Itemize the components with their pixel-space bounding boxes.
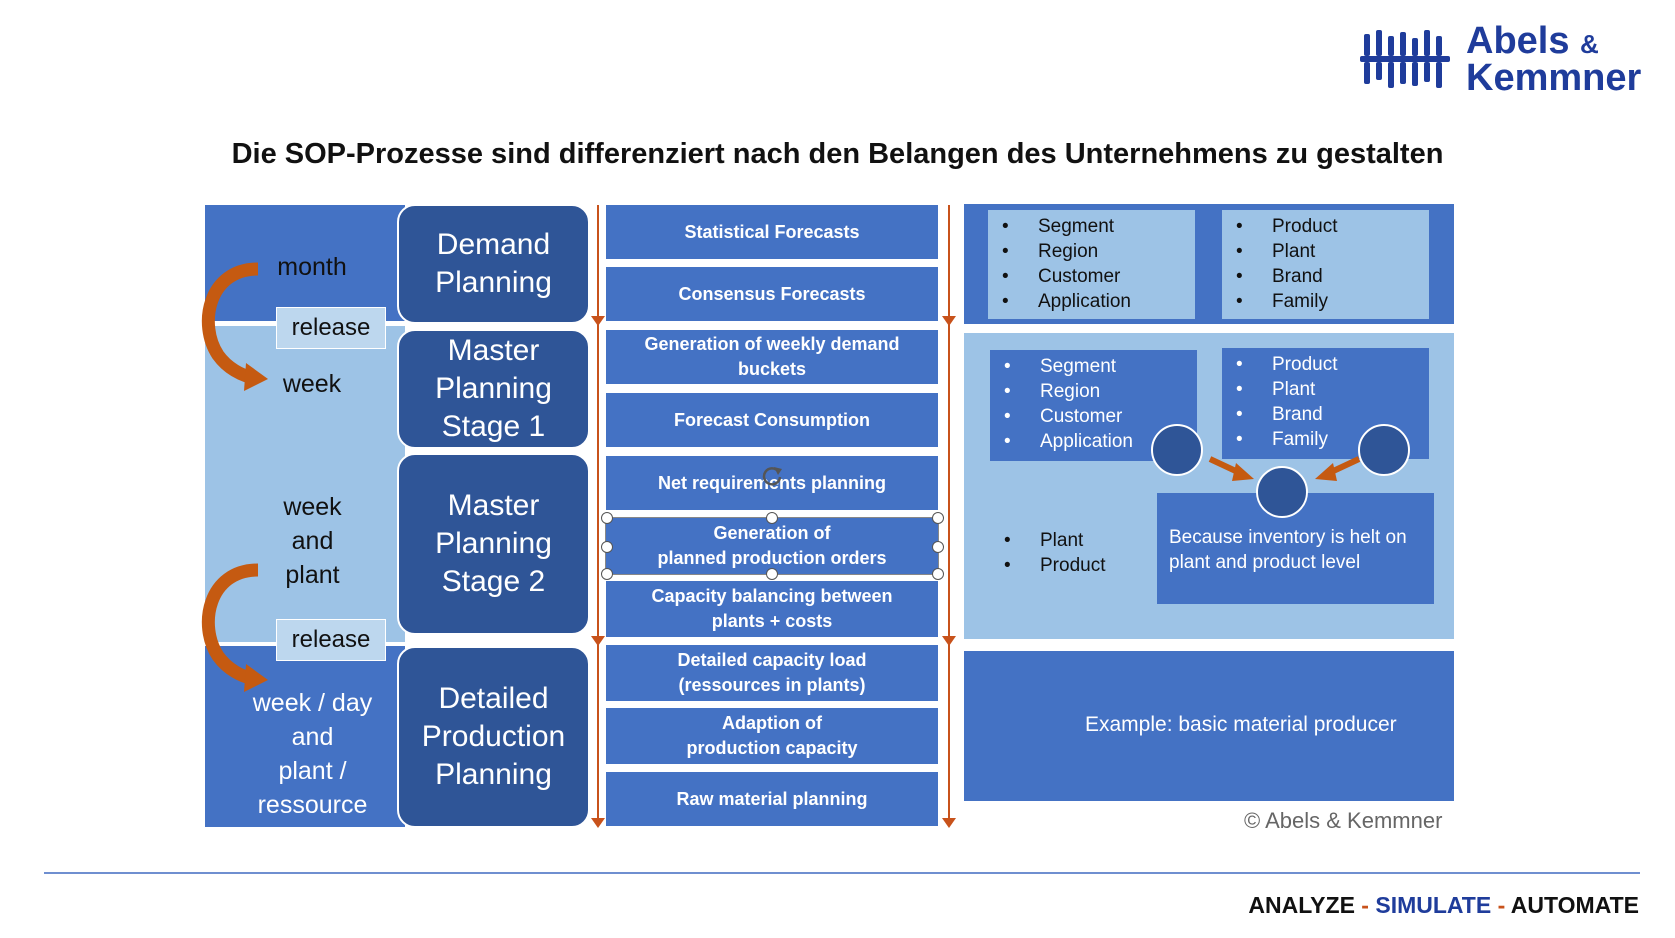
rotate-handle-icon[interactable] (760, 463, 784, 487)
process-line-left (597, 205, 599, 823)
logo-line2: Kemmner (1466, 57, 1642, 99)
dimension-list: •Product •Plant •Brand •Family (1222, 352, 1429, 452)
list-item: •Product (1236, 354, 1338, 375)
list-item: •Application (1004, 431, 1133, 452)
logo-amp: & (1580, 29, 1599, 59)
list-item: •Customer (1002, 266, 1121, 287)
release-arrow-icon (201, 262, 268, 391)
list-item: •Plant (1236, 241, 1316, 262)
resize-handle[interactable] (601, 568, 613, 580)
process-adaption-capacity: Adaption of production capacity (606, 708, 938, 764)
timeline-week-day-label: week / day and plant / ressource (252, 689, 373, 819)
list-item: •Region (1004, 381, 1101, 402)
arrowhead-icon (591, 316, 605, 326)
timeline-month-label: month (277, 253, 347, 281)
dimension-box-customer: •Segment •Region •Customer •Application (990, 350, 1197, 461)
list-item: •Region (1002, 241, 1099, 262)
tagline-separator: - (1354, 892, 1376, 918)
arrowhead-icon (942, 316, 956, 326)
list-item: •Brand (1236, 404, 1323, 425)
inventory-note-text: Because inventory is helt on plant and p… (1169, 527, 1407, 573)
footer-divider (44, 872, 1640, 874)
resize-handle[interactable] (932, 568, 944, 580)
example-panel (964, 651, 1454, 801)
arrowhead-icon (942, 636, 956, 646)
dimension-list: •Segment •Region •Customer •Application (988, 214, 1195, 314)
stage-master-planning-1: Master Planning Stage 1 (397, 329, 590, 449)
logo-mark-icon (1360, 30, 1450, 88)
release-label: release (276, 619, 386, 661)
list-item: •Brand (1236, 266, 1323, 287)
stage-detailed-production: Detailed Production Planning (397, 646, 590, 828)
resize-handle[interactable] (766, 512, 778, 524)
aggregation-node-icon (1256, 466, 1308, 518)
resize-handle[interactable] (932, 541, 944, 553)
process-planned-orders[interactable]: Generation of planned production orders (605, 517, 939, 575)
release-arrow-icon (201, 563, 268, 692)
brand-logo: Abels & Kemmner (1360, 22, 1641, 97)
logo-line1: Abels (1466, 20, 1570, 62)
page-title: Die SOP-Prozesse sind differenziert nach… (231, 138, 1444, 170)
arrowhead-icon (591, 636, 605, 646)
aggregation-node-icon (1151, 424, 1203, 476)
arrowhead-icon (942, 818, 956, 828)
process-capacity-balancing: Capacity balancing between plants + cost… (606, 581, 938, 637)
tagline-analyze: ANALYZE (1248, 892, 1355, 918)
dimension-box-customer: •Segment •Region •Customer •Application (988, 210, 1195, 319)
inventory-note-box: Because inventory is helt on plant and p… (1157, 493, 1434, 604)
resize-handle[interactable] (766, 568, 778, 580)
tagline-simulate: SIMULATE (1375, 892, 1492, 918)
merge-arrow-icon (1208, 456, 1254, 481)
aggregation-node-icon (1358, 424, 1410, 476)
dimension-box-product: •Product •Plant •Brand •Family (1222, 210, 1429, 319)
list-item: •Plant (1004, 530, 1084, 551)
logo-wordmark: Abels & Kemmner (1466, 22, 1641, 97)
dimension-box-plant-product: •Plant •Product (990, 528, 1140, 588)
copyright-text: © Abels & Kemmner (1244, 808, 1443, 833)
timeline-week-label: week (282, 370, 342, 398)
process-forecast-consumption: Forecast Consumption (606, 393, 938, 447)
list-item: •Segment (1004, 356, 1117, 377)
dimension-list: •Segment •Region •Customer •Application (990, 354, 1197, 454)
tagline-separator: - (1491, 892, 1511, 918)
list-item: •Product (1236, 216, 1338, 237)
release-label: release (276, 307, 386, 349)
tagline-automate: AUTOMATE (1510, 892, 1639, 918)
dimension-list: •Plant •Product (990, 528, 1140, 578)
process-raw-material: Raw material planning (606, 772, 938, 826)
resize-handle[interactable] (601, 512, 613, 524)
list-item: •Segment (1002, 216, 1115, 237)
example-text: Example: basic material producer (1085, 713, 1397, 736)
stage-demand-planning: Demand Planning (397, 204, 590, 324)
process-consensus-forecasts: Consensus Forecasts (606, 267, 938, 321)
list-item: •Application (1002, 291, 1131, 312)
tagline: ANALYZE - SIMULATE - AUTOMATE (1248, 892, 1639, 919)
timeline-band-month (205, 205, 405, 321)
process-detailed-capacity: Detailed capacity load (ressources in pl… (606, 645, 938, 701)
dimension-list: •Product •Plant •Brand •Family (1222, 214, 1429, 314)
stage-master-planning-2: Master Planning Stage 2 (397, 453, 590, 635)
process-statistical-forecasts: Statistical Forecasts (606, 205, 938, 259)
arrowhead-icon (591, 818, 605, 828)
timeline-week-plant-label: week and plant (283, 493, 342, 589)
list-item: •Family (1236, 429, 1328, 450)
resize-handle[interactable] (932, 512, 944, 524)
merge-arrow-icon (1315, 456, 1361, 481)
list-item: •Family (1236, 291, 1328, 312)
list-item: •Product (1004, 555, 1106, 576)
process-weekly-demand-buckets: Generation of weekly demand buckets (606, 330, 938, 384)
resize-handle[interactable] (601, 541, 613, 553)
process-line-right (948, 205, 950, 823)
list-item: •Plant (1236, 379, 1316, 400)
process-net-requirements: Net requirements planning (606, 456, 938, 510)
list-item: •Customer (1004, 406, 1123, 427)
